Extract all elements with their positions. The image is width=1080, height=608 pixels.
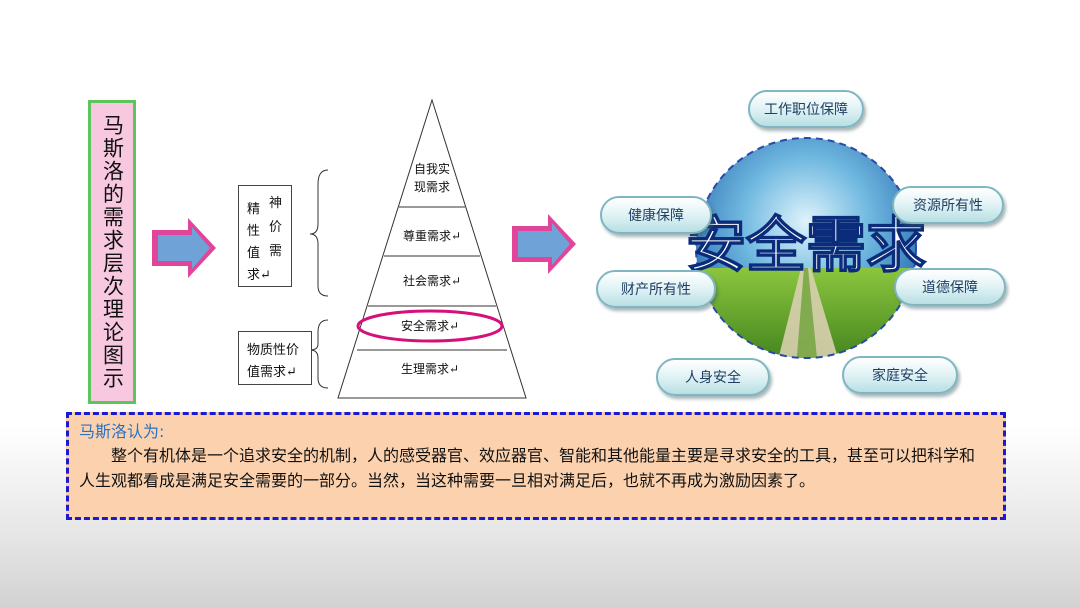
spirit-char: 精 [247, 202, 261, 217]
item-resource-ownership: 资源所有性 [892, 186, 1004, 224]
level-physiological: 生理需求↵ [400, 362, 460, 376]
item-property-ownership: 财产所有性 [596, 270, 716, 308]
right-arrow-icon [152, 218, 216, 278]
spirit-char: 需 [269, 244, 283, 259]
item-moral-security: 道德保障 [894, 268, 1006, 306]
note-box: 马斯洛认为: 整个有机体是一个追求安全的机制，人的感受器官、效应器官、智能和其他… [66, 412, 1006, 520]
spirit-char: 价 [269, 220, 283, 235]
right-arrow-icon [512, 214, 576, 274]
item-health-security: 健康保障 [600, 196, 712, 234]
center-label: 安全需求 [686, 211, 926, 281]
pyramid-panel: 精 神 性 价 值 需 求↵ 物质性价 值需求↵ 自我实 现需求 尊重需求↵ 社… [218, 92, 548, 404]
item-personal-safety: 人身安全 [656, 358, 770, 396]
pyramid-diagram [309, 98, 527, 399]
level-self-actualization: 自我实 现需求 [413, 162, 450, 194]
level-safety: 安全需求↵ [400, 319, 460, 333]
spirit-char: 求↵ [247, 268, 271, 283]
safety-needs-circle: 安全需求 [685, 137, 927, 359]
spirit-char: 性 [247, 224, 261, 239]
page-title: 马斯洛的需求层次理论图示 [100, 114, 125, 390]
item-job-security: 工作职位保障 [748, 90, 864, 128]
level-esteem: 尊重需求↵ [402, 229, 462, 243]
note-heading: 马斯洛认为: [79, 422, 165, 441]
spirit-char: 神 [269, 196, 283, 211]
title-box: 马斯洛的需求层次理论图示 [88, 100, 136, 404]
material-line: 值需求↵ [247, 365, 297, 380]
highlight-ellipse [356, 309, 504, 343]
material-line: 物质性价 [247, 343, 300, 358]
item-family-safety: 家庭安全 [842, 356, 958, 394]
level-social: 社会需求↵ [402, 274, 462, 288]
safety-needs-panel: 安全需求 工作职位保障 资源所有性 道德保障 家庭安全 人身安全 财产所有性 健… [596, 88, 1016, 404]
spiritual-value-box: 精 神 性 价 值 需 求↵ [238, 185, 292, 287]
spirit-char: 值 [247, 246, 261, 261]
material-value-box: 物质性价 值需求↵ [238, 331, 312, 385]
note-body: 整个有机体是一个追求安全的机制，人的感受器官、效应器官、智能和其他能量主要是寻求… [79, 446, 976, 490]
